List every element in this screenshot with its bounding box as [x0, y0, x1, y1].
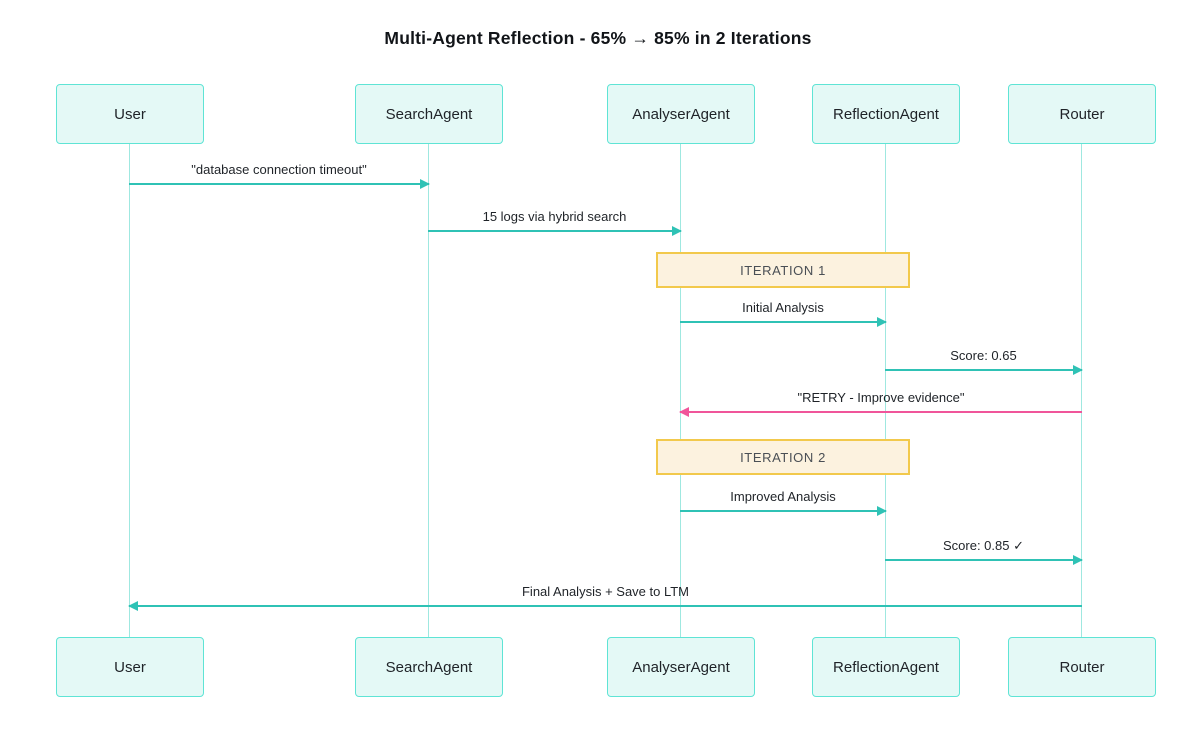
lifeline-searchagent — [428, 144, 429, 637]
iteration-label: ITERATION 2 — [740, 449, 826, 465]
arrow-line — [679, 407, 1082, 417]
actor-label: Router — [1059, 105, 1105, 123]
actor-router-top: Router — [1008, 84, 1156, 144]
lifeline-reflectionagent — [885, 144, 886, 637]
actor-searchagent-bottom: SearchAgent — [355, 637, 503, 697]
message-final-analysis-save-ltm: Final Analysis + Save to LTM — [128, 584, 1082, 611]
message-label: Improved Analysis — [730, 489, 836, 504]
arrowhead-right-icon — [420, 179, 430, 189]
actor-label: ReflectionAgent — [833, 105, 939, 123]
actor-user-bottom: User — [56, 637, 204, 697]
arrowhead-left-icon — [128, 601, 138, 611]
actor-reflectionagent-bottom: ReflectionAgent — [812, 637, 960, 697]
arrow-line — [428, 226, 682, 236]
actor-user-top: User — [56, 84, 204, 144]
actor-router-bottom: Router — [1008, 637, 1156, 697]
arrowhead-right-icon — [672, 226, 682, 236]
actor-label: ReflectionAgent — [833, 658, 939, 676]
message-score-065: Score: 0.65 — [885, 348, 1083, 375]
arrowhead-right-icon — [877, 317, 887, 327]
message-improved-analysis: Improved Analysis — [680, 489, 887, 516]
message-retry-improve-evidence: "RETRY - Improve evidence" — [679, 390, 1082, 417]
message-logs-hybrid-search: 15 logs via hybrid search — [428, 209, 682, 236]
arrow-line — [885, 365, 1083, 375]
message-label: Initial Analysis — [742, 300, 824, 315]
actor-reflectionagent-top: ReflectionAgent — [812, 84, 960, 144]
actor-label: User — [114, 658, 146, 676]
actor-label: AnalyserAgent — [632, 658, 730, 676]
actor-label: SearchAgent — [385, 105, 473, 123]
lifeline-user — [129, 144, 130, 637]
actor-label: Router — [1059, 658, 1105, 676]
lifeline-analyseragent — [680, 144, 681, 637]
actor-label: User — [114, 105, 146, 123]
message-initial-analysis: Initial Analysis — [680, 300, 887, 327]
arrow-line — [680, 506, 887, 516]
arrowhead-right-icon — [1073, 365, 1083, 375]
arrow-line — [128, 601, 1082, 611]
arrow-line — [680, 317, 887, 327]
diagram-title: Multi-Agent Reflection - 65% → 85% in 2 … — [384, 28, 812, 48]
arrow-line — [129, 179, 430, 189]
lifeline-router — [1081, 144, 1082, 637]
actor-analyseragent-bottom: AnalyserAgent — [607, 637, 755, 697]
iteration-label: ITERATION 1 — [740, 262, 826, 278]
arrowhead-right-icon — [1073, 555, 1083, 565]
message-label: Score: 0.65 — [950, 348, 1017, 363]
arrowhead-right-icon — [877, 506, 887, 516]
message-label: "RETRY - Improve evidence" — [797, 390, 965, 405]
actor-label: SearchAgent — [385, 658, 473, 676]
message-label: Final Analysis + Save to LTM — [521, 584, 690, 599]
message-label: Score: 0.85 ✓ — [943, 538, 1024, 553]
message-database-connection-timeout: "database connection timeout" — [129, 162, 430, 189]
arrow-line — [885, 555, 1083, 565]
actor-analyseragent-top: AnalyserAgent — [607, 84, 755, 144]
actor-label: AnalyserAgent — [632, 105, 730, 123]
arrowhead-left-icon — [679, 407, 689, 417]
message-label: "database connection timeout" — [191, 162, 367, 177]
iteration-1-box: ITERATION 1 — [656, 252, 910, 288]
message-score-085: Score: 0.85 ✓ — [885, 538, 1083, 565]
message-label: 15 logs via hybrid search — [482, 209, 627, 224]
actor-searchagent-top: SearchAgent — [355, 84, 503, 144]
iteration-2-box: ITERATION 2 — [656, 439, 910, 475]
